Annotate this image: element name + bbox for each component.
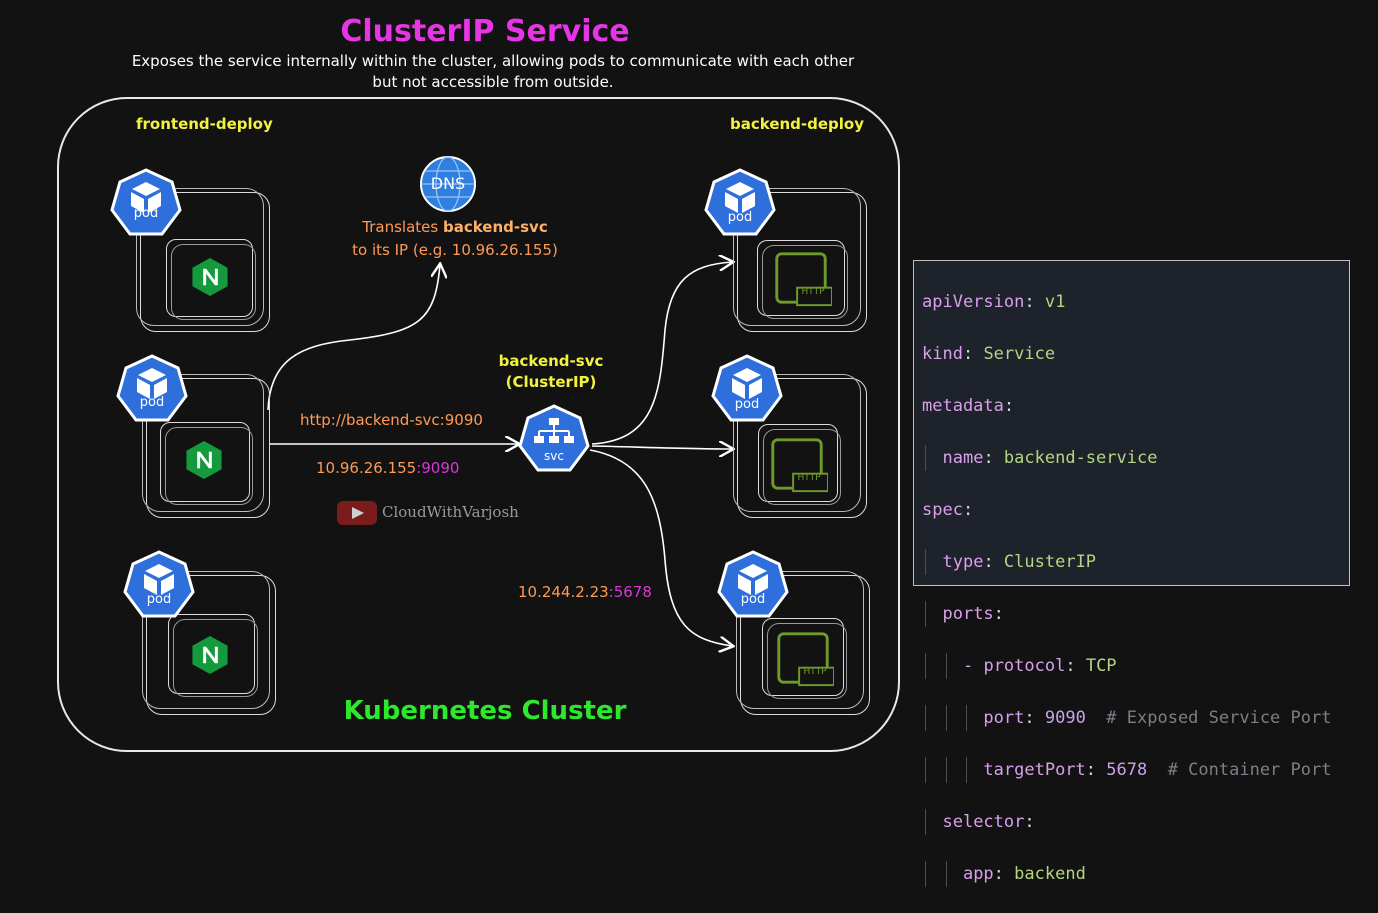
yaml-value: backend-service	[1003, 448, 1158, 468]
backend-pod-2	[733, 374, 867, 518]
dns-icon-label: DNS	[430, 174, 466, 193]
pod-label: pod	[139, 395, 165, 410]
http-label: HTTP	[801, 287, 825, 297]
dns-text-line2: to its IP (e.g. 10.96.26.155)	[352, 241, 558, 259]
pod-icon	[116, 354, 188, 422]
pod-ip: 10.244.2.23	[518, 583, 609, 601]
cluster-ip: 10.96.26.155	[316, 459, 417, 477]
pod-label: pod	[740, 592, 766, 607]
code-line: type: ClusterIP	[922, 549, 1349, 575]
yaml-key: port	[983, 708, 1025, 728]
code-line: spec:	[922, 500, 974, 520]
arrow-to-backend-pod-2	[591, 446, 732, 449]
pod-label: pod	[734, 397, 760, 412]
arrow-to-dns	[267, 265, 440, 411]
dns-text-prefix: Translates	[362, 218, 443, 236]
code-line: apiVersion: v1	[922, 292, 1066, 312]
pod-port: :5678	[608, 583, 652, 601]
pod-label: pod	[133, 206, 159, 221]
pod-ip-endpoint: 10.244.2.23:5678	[518, 583, 652, 601]
nginx-icon	[192, 635, 228, 675]
http-label: HTTP	[797, 473, 821, 483]
code-line: - protocol: TCP	[922, 653, 1349, 679]
code-line: port: 9090 # Exposed Service Port	[922, 705, 1349, 731]
diagram-title: ClusterIP Service	[340, 14, 630, 49]
pod-label: pod	[146, 592, 172, 607]
yaml-value: v1	[1044, 292, 1066, 312]
http-label: HTTP	[803, 667, 827, 677]
yaml-comment: # Container Port	[1167, 760, 1332, 780]
yaml-value: ClusterIP	[1003, 552, 1097, 572]
backend-deploy-label: backend-deploy	[730, 115, 865, 133]
watermark-text: CloudWithVarjosh	[382, 503, 519, 521]
service-label: backend-svc (ClusterIP)	[488, 351, 614, 393]
yaml-key: apiVersion	[922, 292, 1025, 312]
yaml-value: Service	[983, 344, 1056, 364]
yaml-key: targetPort	[983, 760, 1086, 780]
code-line: ports:	[922, 601, 1349, 627]
code-line: kind: Service	[922, 344, 1056, 364]
nginx-icon	[192, 257, 228, 297]
code-line: metadata:	[922, 396, 1015, 416]
yaml-value: 5678	[1106, 760, 1148, 780]
code-line: targetPort: 5678 # Container Port	[922, 757, 1349, 783]
service-yaml-panel: apiVersion: v1 kind: Service metadata: n…	[913, 260, 1350, 887]
cluster-port: :9090	[416, 459, 460, 477]
service-type: (ClusterIP)	[505, 373, 597, 391]
yaml-key: protocol	[983, 656, 1066, 676]
http-server-icon	[777, 632, 834, 687]
arrow-to-backend-pod-3	[589, 449, 732, 646]
yaml-key: selector	[942, 812, 1025, 832]
yaml-value: 9090	[1044, 708, 1086, 728]
pod-icon	[123, 550, 195, 618]
connection-arrows	[267, 0, 1378, 777]
backend-pod-3	[736, 571, 870, 715]
pod-icon	[717, 550, 789, 618]
arrow-to-backend-pod-1	[591, 262, 732, 445]
pod-icon	[110, 168, 182, 236]
frontend-pod-1	[136, 188, 270, 332]
pod-label: pod	[727, 210, 753, 225]
service-name: backend-svc	[498, 352, 604, 370]
frontend-deploy-label: frontend-deploy	[136, 115, 273, 133]
svc-label: svc	[544, 449, 564, 463]
dns-text-highlight: backend-svc	[442, 218, 548, 236]
youtube-icon	[337, 501, 377, 525]
yaml-key: app	[962, 864, 994, 884]
pod-icon	[704, 168, 776, 236]
yaml-key: type	[942, 552, 984, 572]
nginx-icon	[186, 440, 222, 480]
diagram-subtitle: Exposes the service internally within th…	[131, 52, 855, 91]
code-line: app: backend	[922, 861, 1349, 887]
yaml-key: kind	[922, 344, 963, 364]
dns-description: Translates backend-svc to its IP (e.g. 1…	[330, 216, 580, 262]
http-server-icon	[775, 252, 832, 307]
service-url: http://backend-svc:9090	[300, 411, 483, 429]
kubernetes-cluster-boundary	[57, 97, 900, 752]
pod-icon	[711, 354, 783, 422]
backend-pod-1	[733, 188, 867, 332]
code-line: name: backend-service	[922, 445, 1349, 471]
cluster-label: Kubernetes Cluster	[343, 696, 627, 726]
dns-icon	[420, 156, 476, 212]
yaml-key: ports	[942, 604, 994, 624]
http-server-icon	[771, 438, 828, 493]
code-line: selector:	[922, 809, 1349, 835]
yaml-key: metadata	[922, 396, 1004, 416]
yaml-comment: # Exposed Service Port	[1106, 708, 1332, 728]
yaml-value: TCP	[1085, 656, 1117, 676]
yaml-key: spec	[922, 500, 963, 520]
cluster-ip-endpoint: 10.96.26.155:9090	[316, 459, 459, 477]
yaml-value: backend	[1014, 864, 1086, 884]
frontend-pod-3	[142, 571, 276, 715]
yaml-key: name	[942, 448, 984, 468]
frontend-pod-2	[142, 374, 270, 518]
service-icon	[518, 404, 590, 472]
